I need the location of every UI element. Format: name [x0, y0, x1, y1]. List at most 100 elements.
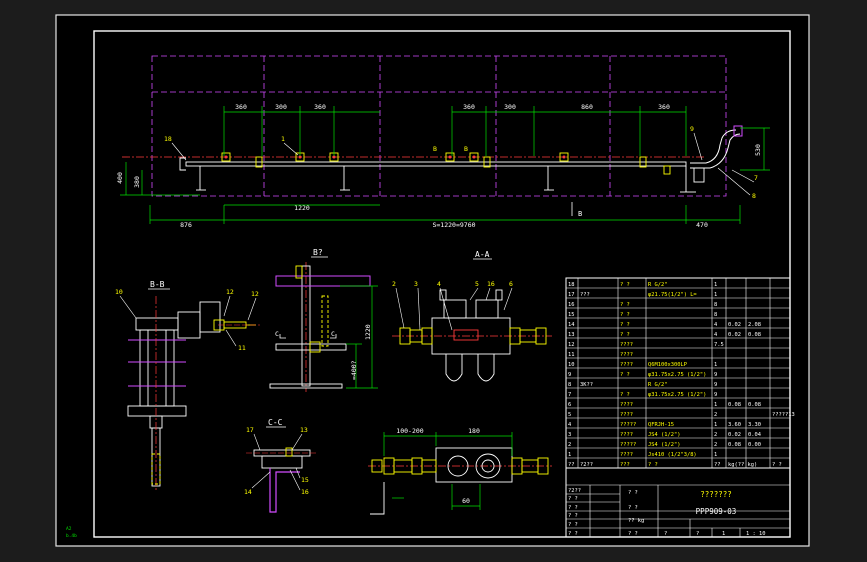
parts-row-10-qty: 9: [714, 382, 717, 388]
bottom-detail-view: 100-200 180 60: [368, 427, 552, 515]
dim-360-b: 360: [314, 103, 326, 111]
parts-row-11-spec: φ31.75x2.75 (1/2"): [648, 392, 706, 398]
parts-row-18-spec: ? ?: [648, 462, 658, 468]
parts-row-0-name: ? ?: [620, 282, 630, 288]
view-b-side-title: B?: [313, 248, 323, 257]
view-b-b: B-B: [115, 280, 260, 492]
sheet-corner-code-2: b.4b: [66, 533, 77, 539]
aa-callout-3: 3: [414, 280, 418, 288]
dim-860: 860: [581, 103, 593, 111]
title-left-label-3: ? ?: [568, 513, 578, 519]
parts-row-15-qty: 2: [714, 432, 717, 438]
view-b-b-title: B-B: [150, 280, 165, 289]
parts-row-5-w1: 0.02: [728, 332, 741, 338]
parts-row-17-qty: 1: [714, 452, 717, 458]
parts-row-18-code: ?2??: [580, 462, 593, 468]
parts-row-8-qty: 1: [714, 362, 717, 368]
parts-row-4-qty: 4: [714, 322, 717, 328]
parts-row-2-qty: 8: [714, 302, 717, 308]
parts-row-4-no: 14: [568, 322, 575, 328]
parts-row-9-no: 9: [568, 372, 571, 378]
main-pipe: [185, 161, 687, 167]
dust-zone-grid: [151, 55, 727, 197]
parts-row-15-no: 3: [568, 432, 571, 438]
parts-row-16-name: ?????: [620, 442, 636, 448]
left-end-cap: [179, 157, 186, 171]
parts-table: 18? ?R G/2"117???φ21.75(1/2") L=116? ?81…: [565, 277, 795, 469]
callout-9: 9: [690, 125, 694, 133]
parts-row-18-note: ? ?: [772, 462, 782, 468]
dim-530: 530: [754, 144, 762, 156]
cc-callout-15: 15: [301, 476, 309, 484]
cc-callout-13: 13: [300, 426, 308, 434]
parts-row-16-qty: 2: [714, 442, 717, 448]
dim-380: 380: [133, 176, 141, 188]
parts-row-3-no: 15: [568, 312, 575, 318]
callout-b-right: B: [464, 145, 468, 153]
parts-row-8-spec: Q6M100x300LP: [648, 362, 687, 368]
parts-row-14-spec: QFRJH-15: [648, 422, 674, 428]
title-mid-label-0: ? ?: [628, 490, 638, 496]
dim-360-c: 360: [463, 103, 475, 111]
parts-row-1-qty: 1: [714, 292, 717, 298]
title-block: ?2?? ? ? ? ? ? ? ? ? ? ? ? ? ? ? ?? kg ?…: [565, 467, 791, 538]
parts-row-8-name: ????: [620, 362, 633, 368]
parts-row-12-qty: 1: [714, 402, 717, 408]
parts-row-13-name: ????: [620, 412, 633, 418]
parts-row-7-name: ????: [620, 352, 633, 358]
callout-7: 7: [754, 174, 758, 182]
parts-row-12-w1: 0.08: [728, 402, 741, 408]
elbow-flange: [733, 125, 743, 137]
detail-dim-60: 60: [462, 497, 470, 505]
pipe-elbow: [690, 129, 737, 164]
cc-callout-16: 16: [301, 488, 309, 496]
parts-row-5-qty: 4: [714, 332, 717, 338]
parts-row-18-no: ??: [568, 462, 575, 468]
title-mid-label-1: ? ?: [628, 505, 638, 511]
parts-row-0-no: 18: [568, 282, 575, 288]
parts-row-5-w2: 0.08: [748, 332, 761, 338]
title-mid-label-3: ? ?: [628, 531, 638, 537]
parts-row-9-name: ? ?: [620, 372, 630, 378]
callout-leaders: [171, 132, 755, 196]
parts-row-14-qty: 1: [714, 422, 717, 428]
aa-callout-16: 16: [487, 280, 495, 288]
parts-row-4-name: ? ?: [620, 322, 630, 328]
sheet-outer-border: [55, 14, 810, 547]
parts-row-15-w2: 0.04: [748, 432, 761, 438]
parts-row-2-no: 16: [568, 302, 575, 308]
parts-row-18-w1: kg(?? kg): [728, 462, 757, 468]
title-left-label-0: ?2??: [568, 488, 581, 494]
title-bottom-1: ?: [696, 531, 699, 537]
dim-876: 876: [180, 221, 192, 229]
b-side-header-pipe: [275, 275, 371, 287]
title-bottom-2: 1: [722, 531, 725, 537]
parts-row-4-w1: 0.02: [728, 322, 741, 328]
dim-1220: 1220: [294, 204, 310, 212]
cc-callout-14: 14: [244, 488, 252, 496]
title-mid-label-2: ?? kg: [628, 518, 644, 524]
parts-row-17-spec: Js410 (1/2"3/8): [648, 452, 697, 458]
parts-row-12-name: ????: [620, 402, 633, 408]
callout-1: 1: [281, 135, 285, 143]
parts-row-16-no: 2: [568, 442, 571, 448]
parts-row-6-no: 12: [568, 342, 575, 348]
sheet: [56, 15, 809, 546]
dimension-lines: [120, 106, 770, 224]
cc-callout-17: 17: [246, 426, 254, 434]
parts-row-3-name: ? ?: [620, 312, 630, 318]
parts-row-14-no: 4: [568, 422, 571, 428]
bb-callout-11: 11: [238, 344, 246, 352]
parts-row-5-no: 13: [568, 332, 575, 338]
bb-callout-10: 10: [115, 288, 123, 296]
main-elevation-view: 360 300 360 360 300 860 360 400 380 530 …: [116, 55, 770, 229]
parts-row-17-name: ????: [620, 452, 633, 458]
view-a-a-title: A-A: [475, 250, 490, 259]
parts-row-7-no: 11: [568, 352, 575, 358]
b-side-section-c-left: C: [275, 330, 279, 338]
b-side-dim-400: =400?: [350, 360, 358, 380]
detail-dim-180: 180: [468, 427, 480, 435]
parts-row-2-name: ? ?: [620, 302, 630, 308]
b-side-dim-1220: 1220: [364, 324, 372, 340]
title-left-label-1: ? ?: [568, 496, 578, 502]
